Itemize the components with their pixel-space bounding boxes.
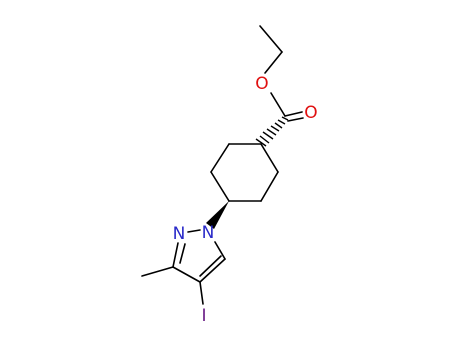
bond-ring-6 xyxy=(260,143,279,173)
bond-c-o-double-1 xyxy=(284,111,303,117)
bond-ethyl-ch3-ch2 xyxy=(259,25,283,53)
iodine-label: I xyxy=(201,306,206,326)
bond-c4-c5-a xyxy=(199,258,226,283)
wedge-bond-ring-n xyxy=(206,201,229,229)
carbonyl-oxygen-label: O xyxy=(304,103,317,123)
bond-methyl xyxy=(141,266,174,277)
bond-ethyl-ch2-o xyxy=(264,51,283,74)
bond-ring-2 xyxy=(210,143,230,173)
pyrazole-n2-label: N xyxy=(173,224,186,244)
ester-oxygen-label: O xyxy=(255,74,268,94)
bond-n2-c3-b xyxy=(179,243,186,264)
bond-ring-5 xyxy=(260,171,279,202)
bond-ring-3 xyxy=(210,171,230,202)
bond-n1-n2 xyxy=(187,229,201,233)
bond-c5-n1 xyxy=(214,241,226,260)
bond-c3-c4 xyxy=(172,266,201,283)
bond-c-o-double-2 xyxy=(287,117,304,122)
bond-c-iodine xyxy=(199,281,204,305)
bond-o-carbonyl-c xyxy=(270,92,286,117)
bond-n2-c3-a xyxy=(172,242,179,268)
bond-c4-c5-b xyxy=(199,255,222,277)
hashed-bond-ester xyxy=(255,116,289,147)
pyrazole-n1-label: N xyxy=(202,223,215,243)
